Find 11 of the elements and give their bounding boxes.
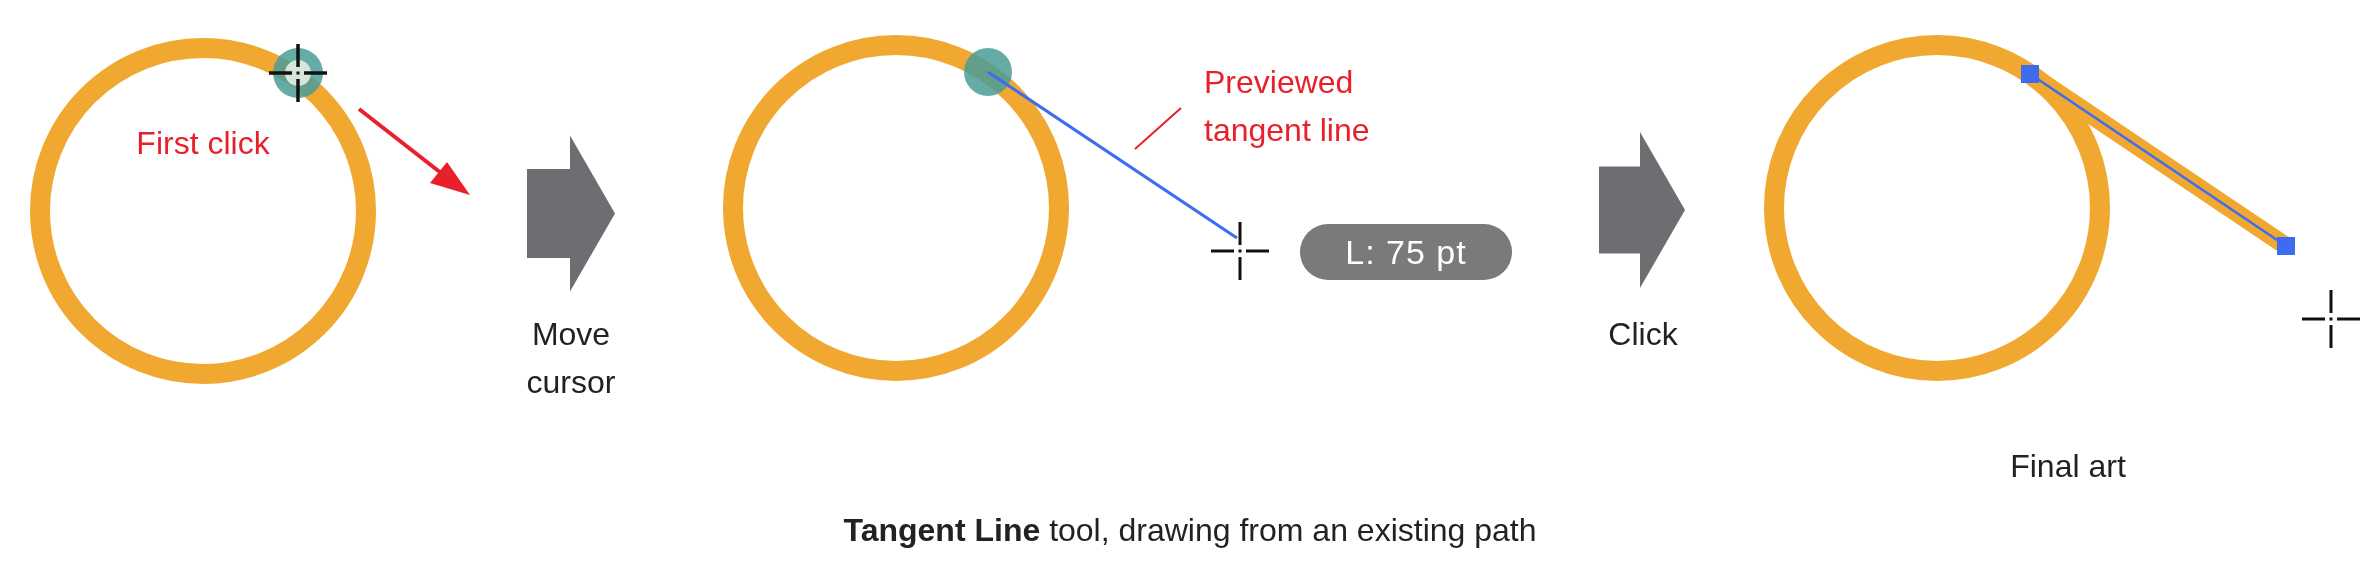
caption: Tangent Line tool, drawing from an existing path: [842, 512, 1538, 549]
step-label: Move cursor: [525, 315, 617, 402]
leader-line: [1134, 107, 1182, 150]
measurement-label: L: 75 pt: [1300, 224, 1512, 280]
panel-caption: Final art: [2009, 448, 2127, 485]
callout-text: Previewed tangent line: [1204, 58, 1404, 158]
step-label: Click: [1607, 315, 1679, 354]
step-label: First click: [135, 125, 271, 162]
circle-path: [723, 35, 1069, 381]
circle-path: [30, 38, 376, 384]
circle-path: [1764, 35, 2110, 381]
